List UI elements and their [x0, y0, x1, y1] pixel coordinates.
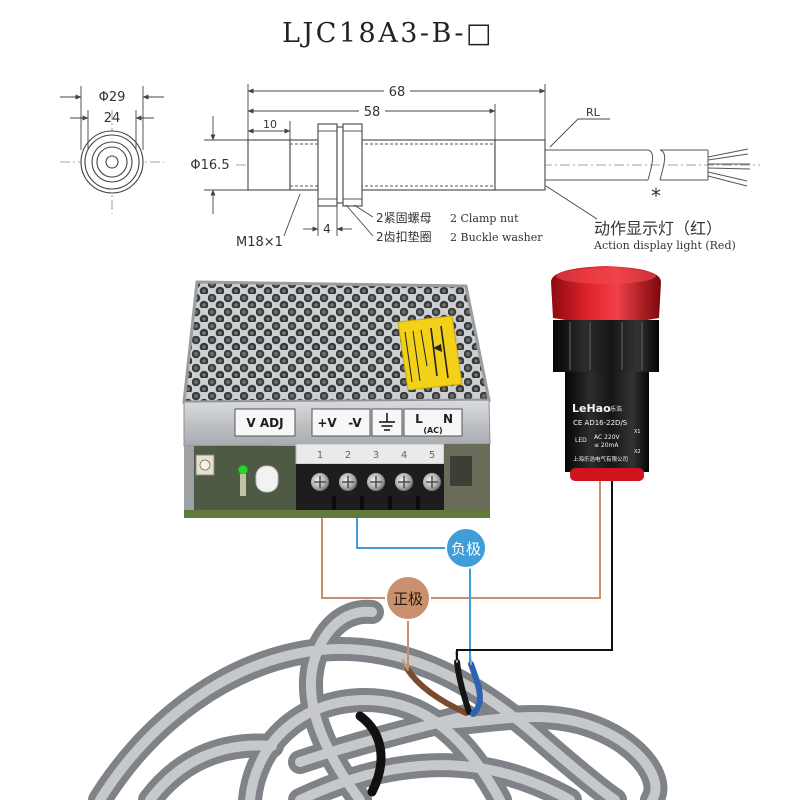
ac-input-box	[403, 408, 463, 437]
clamp-nut-2	[342, 123, 363, 207]
lamp-voltage: AC 220V	[594, 434, 621, 441]
brown-wire	[405, 667, 469, 716]
clamp-nut-en: 2 Clamp nut	[450, 212, 519, 225]
positive-label: 正极	[393, 590, 423, 608]
lamp-red-base	[570, 468, 644, 481]
terminal-number-4: 4	[401, 450, 407, 461]
clamp-nut-cn: 2紧固螺母	[376, 211, 432, 225]
lamp-body	[565, 372, 649, 472]
terminal-screws	[311, 473, 441, 512]
v-adj-box	[234, 408, 296, 437]
lamp-mount-ring	[553, 320, 659, 372]
cable-length-label: RL	[586, 106, 601, 119]
sensor-front-cap	[247, 139, 291, 191]
plus-v-label: +V	[317, 416, 337, 430]
indicator-note-cn: 动作显示灯（红）	[594, 219, 722, 238]
capacitor	[255, 465, 279, 493]
lamp-led: LED	[575, 437, 587, 444]
terminal-number-3: 3	[373, 450, 379, 461]
total-length-label: 68	[389, 85, 406, 100]
side-view-drawing: RL 68 58 10 Φ16.5 M18×1 4	[186, 83, 760, 252]
black-wire	[454, 659, 472, 715]
terminal-number-2: 2	[345, 450, 351, 461]
front-length-label: 10	[263, 118, 277, 131]
dc-output-box	[311, 408, 371, 437]
indicator-mark: *	[651, 184, 661, 208]
hex-width-label: 24	[104, 111, 121, 126]
clamp-nut-1	[317, 123, 338, 207]
terminal-number-5: 5	[429, 450, 435, 461]
body-diameter-label: Φ16.5	[190, 158, 229, 173]
blue-wire	[468, 661, 483, 717]
v-adj-label: V ADJ	[246, 416, 283, 430]
lamp-model: CE AD16-22D/S	[573, 419, 628, 427]
negative-label: 负极	[451, 540, 481, 558]
lamp-brand-cn: 乐浩	[610, 405, 622, 413]
indicator-lamp: LeHao 乐浩 CE AD16-22D/S X1 LED AC 220V ≤ …	[551, 266, 661, 481]
front-view-drawing: Φ29 24	[60, 86, 164, 214]
thread-spec-label: M18×1	[236, 235, 283, 250]
buckle-washer	[336, 126, 344, 204]
lamp-terminal-x2: X2	[634, 449, 641, 455]
positive-wire-line	[321, 481, 601, 599]
positive-badge: 正极	[385, 575, 431, 621]
neutral-label: N	[443, 412, 453, 426]
minus-v-label: -V	[348, 416, 362, 430]
washer-cn: 2齿扣垫圈	[376, 229, 432, 244]
sensor-rear-body	[494, 139, 546, 191]
washer-en: 2 Buckle washer	[450, 231, 543, 244]
sensor-cable	[545, 148, 751, 187]
thread-length-label: 58	[364, 105, 381, 120]
sensor-cable-coil	[88, 599, 668, 800]
lamp-current: ≤ 20mA	[594, 442, 619, 449]
zip-tie	[355, 711, 386, 797]
warning-sticker	[397, 315, 463, 391]
terminal-number-1: 1	[317, 450, 323, 461]
ground-icon	[379, 413, 395, 431]
line-label: L	[415, 412, 423, 426]
ac-label: (AC)	[423, 426, 442, 435]
nut-thickness-label: 4	[323, 222, 331, 236]
outer-diameter-label: Φ29	[99, 90, 126, 105]
negative-badge: 负极	[445, 527, 487, 569]
negative-wire-line	[356, 518, 471, 662]
lamp-terminal-x1: X1	[634, 429, 641, 435]
lamp-brand: LeHao	[572, 402, 611, 415]
model-title: LJC18A3-B-□	[282, 18, 494, 49]
lamp-signal-line	[456, 481, 613, 660]
lamp-maker: 上海乐浩电气有限公司	[573, 455, 628, 463]
switching-power-supply: V ADJ +V -V L N (AC) 1 2 3 4 5	[182, 280, 491, 518]
indicator-note-en: Action display light (Red)	[593, 239, 736, 252]
power-led	[237, 464, 249, 476]
